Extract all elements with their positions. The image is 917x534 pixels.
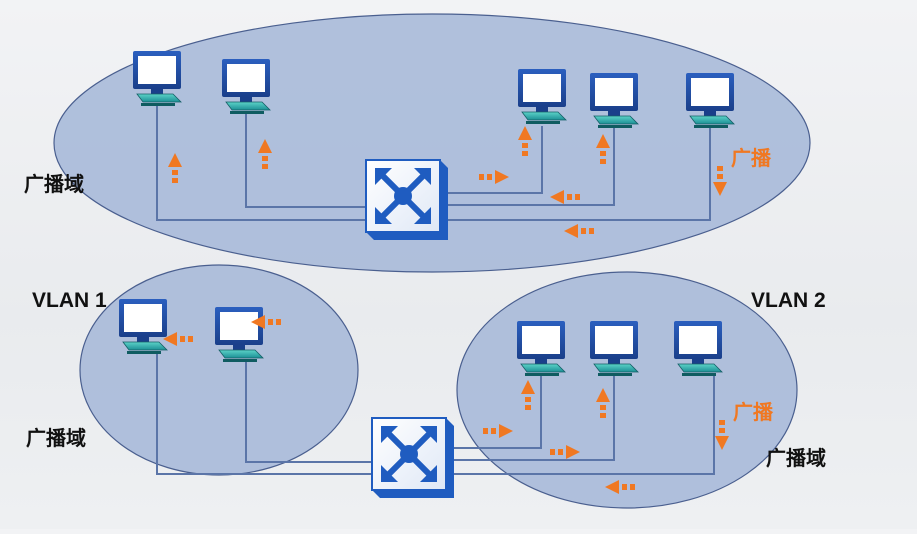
computer-icon (517, 68, 567, 125)
computer-icon (132, 50, 182, 107)
computer-icon (589, 320, 639, 377)
top-cables (156, 104, 711, 221)
switch-icon (372, 418, 454, 498)
switch-icon (366, 160, 448, 240)
computer-icon (516, 320, 566, 377)
vlan2-broadcast-domain-label: 广播域 (766, 446, 826, 470)
vlan1-broadcast-domain-label: 广播域 (26, 426, 86, 450)
computer-icon (673, 320, 723, 377)
computer-icon (685, 72, 735, 129)
computer-icon (118, 298, 168, 355)
vlan2-broadcast-domain (456, 271, 798, 509)
computer-icon (589, 72, 639, 129)
top-broadcast-label: 广播 (731, 146, 771, 170)
computer-icon (214, 306, 264, 363)
computer-icon (221, 58, 271, 115)
top-broadcast-domain-label: 广播域 (24, 172, 84, 196)
vlan1-broadcast-domain (79, 264, 359, 476)
vlan2-title: VLAN 2 (751, 289, 826, 312)
vlan2-broadcast-label: 广播 (733, 400, 773, 424)
vlan1-title: VLAN 1 (32, 289, 107, 312)
bottom-cables (156, 352, 715, 475)
